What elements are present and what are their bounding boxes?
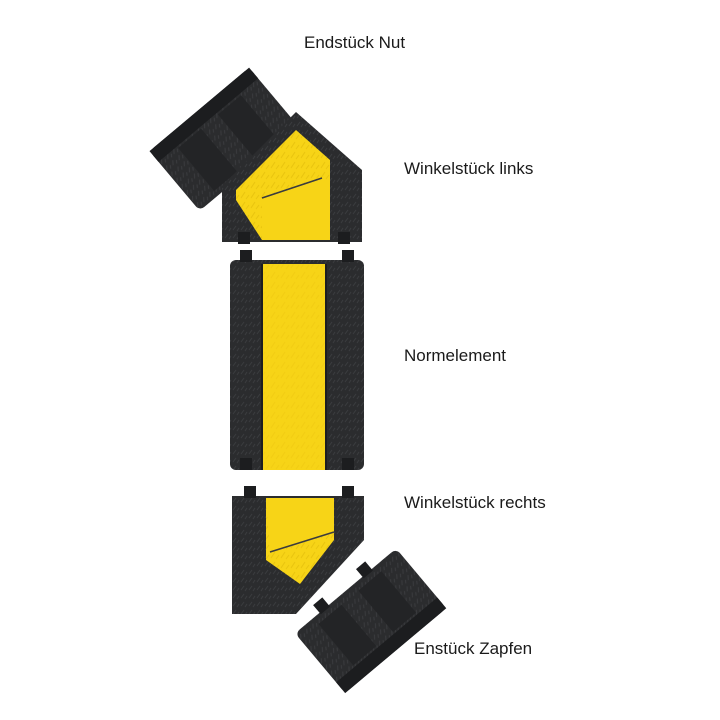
label-end-piece-groove: Endstück Nut [304,33,406,52]
label-angle-piece-left: Winkelstück links [404,159,534,178]
label-end-piece-tenon: Enstück Zapfen [414,639,533,658]
label-angle-piece-right: Winkelstück rechts [404,493,546,512]
end-piece-tenon [297,550,447,694]
angle-piece-left [222,112,362,244]
angle-piece-right [232,486,364,614]
label-normal-element: Normelement [404,346,507,365]
normal-element [230,250,364,470]
